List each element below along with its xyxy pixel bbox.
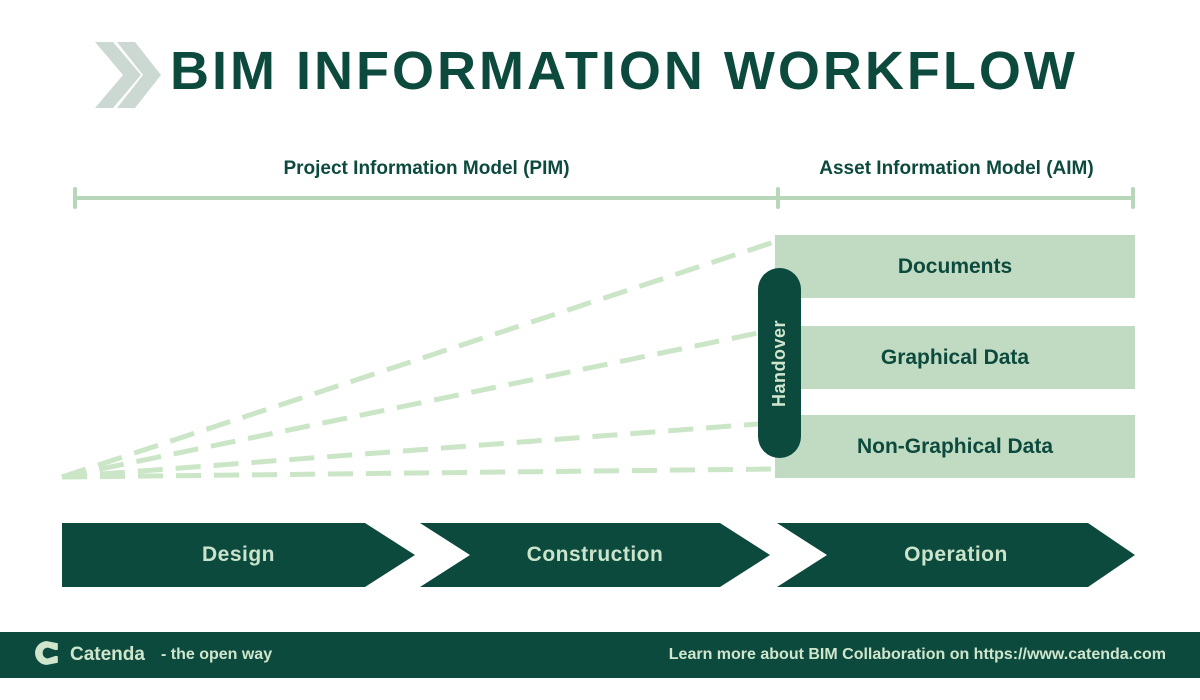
handover-label: Handover xyxy=(769,319,789,407)
double-chevron-icon xyxy=(95,42,161,108)
pim-section-label: Project Information Model (PIM) xyxy=(283,158,570,179)
aim-box-graphical-data: Graphical Data xyxy=(775,326,1135,389)
aim-box-documents-label: Documents xyxy=(897,254,1013,278)
bracket-tick-right xyxy=(1131,187,1135,209)
aim-box-non-graphical-data: Non-Graphical Data xyxy=(775,415,1135,478)
phase-label-construction: Construction xyxy=(526,543,664,566)
footer-bar: Catenda - the open way Learn more about … xyxy=(0,632,1200,678)
aim-box-graphical-data-label: Graphical Data xyxy=(880,345,1030,369)
timeline-bracket-line xyxy=(75,196,1135,200)
footer-tagline: - the open way xyxy=(160,646,273,663)
aim-box-documents: Documents xyxy=(775,235,1135,298)
phase-label-design: Design xyxy=(201,543,275,566)
phase-arrows xyxy=(62,523,1135,587)
arrow-design-shape xyxy=(62,523,415,587)
bracket-tick-left xyxy=(73,187,77,209)
handover-pill: Handover xyxy=(758,268,801,458)
catenda-logo-icon xyxy=(34,640,60,671)
aim-section-label: Asset Information Model (AIM) xyxy=(819,158,1094,179)
page-title: BIM INFORMATION WORKFLOW xyxy=(170,41,1078,101)
footer-brand-name: Catenda xyxy=(70,644,145,665)
aim-box-non-graphical-data-label: Non-Graphical Data xyxy=(856,434,1054,458)
footer-brand-group: Catenda - the open way xyxy=(34,640,272,671)
bracket-tick-middle xyxy=(776,187,780,209)
footer-link-text[interactable]: Learn more about BIM Collaboration on ht… xyxy=(668,646,1166,663)
arrow-operation-shape xyxy=(777,523,1135,587)
arrow-construction-shape xyxy=(420,523,770,587)
phase-label-operation: Operation xyxy=(904,543,1008,566)
